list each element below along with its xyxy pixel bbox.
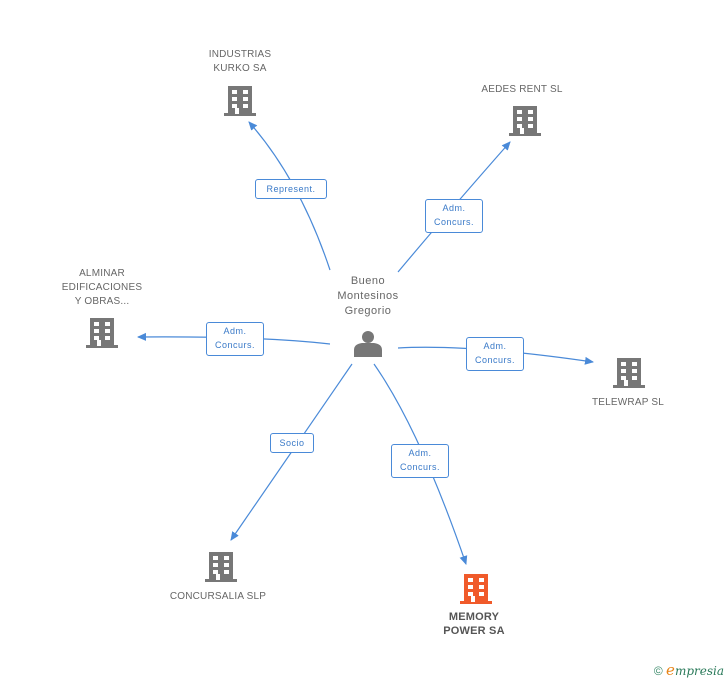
relation-label-memory: Adm. Concurs.	[391, 444, 449, 478]
company-name-alminar[interactable]: ALMINAR EDIFICACIONES Y OBRAS...	[61, 268, 143, 307]
relation-label-telewrap: Adm. Concurs.	[466, 337, 524, 371]
relation-label-aedes: Adm. Concurs.	[425, 199, 483, 233]
relation-label-concursalia: Socio	[270, 433, 314, 453]
building-icon[interactable]	[86, 318, 118, 348]
relation-label-industrias: Represent.	[255, 179, 327, 199]
company-name-telewrap[interactable]: TELEWRAP SL	[591, 397, 665, 408]
relation-label-alminar: Adm. Concurs.	[206, 322, 264, 356]
building-icon[interactable]	[509, 106, 541, 136]
building-icon[interactable]	[460, 574, 492, 604]
copyright-icon: ©	[653, 664, 663, 678]
company-name-industrias[interactable]: INDUSTRIAS KURKO SA	[208, 49, 272, 74]
brand-rest: mpresia	[674, 664, 724, 678]
company-name-concursalia[interactable]: CONCURSALIA SLP	[169, 591, 267, 602]
company-name-memory[interactable]: MEMORY POWER SA	[443, 611, 505, 637]
building-icon[interactable]	[205, 552, 237, 582]
brand-initial: e	[666, 661, 675, 679]
center-person-name[interactable]: Bueno Montesinos Gregorio	[337, 275, 399, 317]
building-icon[interactable]	[613, 358, 645, 388]
person-icon[interactable]	[354, 331, 382, 357]
building-icon[interactable]	[224, 86, 256, 116]
company-name-aedes[interactable]: AEDES RENT SL	[481, 84, 563, 95]
footer-brand: © empresia	[654, 661, 724, 679]
empresia-logo[interactable]: empresia	[666, 661, 724, 679]
